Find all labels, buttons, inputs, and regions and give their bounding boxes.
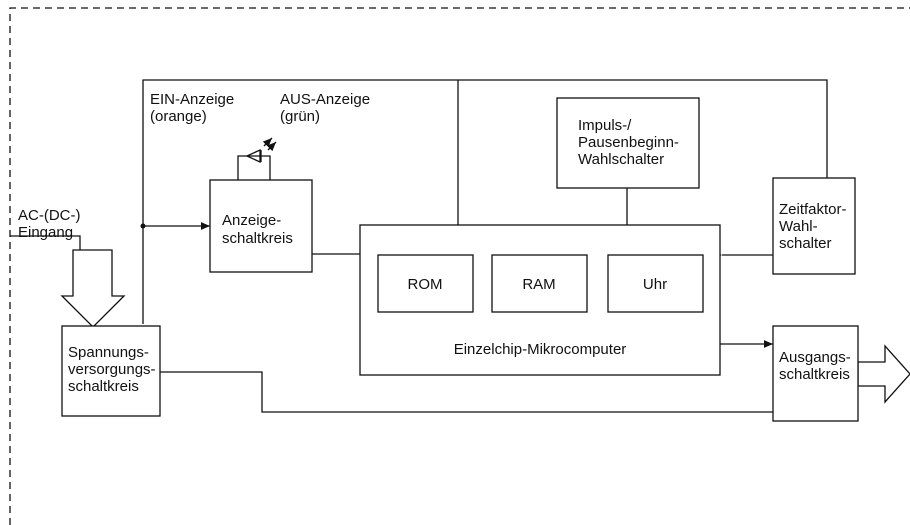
uhr-label: Uhr (643, 276, 667, 293)
impuls-wahlschalter-box (556, 97, 700, 189)
enclosure-border (9, 7, 910, 525)
impuls-wahlschalter-label: Impuls-/ Pausenbeginn- Wahlschalter (578, 117, 683, 168)
ac-input-arrow (60, 249, 126, 328)
zeitfaktor-wahlschalter-label: Zeitfaktor- Wahl- schalter (779, 201, 851, 252)
anzeige-schaltkreis-label: Anzeige- schaltkreis (222, 212, 293, 247)
ausgangs-schaltkreis-box (772, 325, 859, 422)
aus-anzeige-label: AUS-Anzeige (grün) (280, 91, 374, 125)
ein-anzeige-label: EIN-Anzeige (orange) (150, 91, 238, 125)
zeitfaktor-wahlschalter-box (772, 177, 856, 275)
ram-label: RAM (522, 276, 555, 293)
uhr-box (607, 254, 704, 313)
ac-input-label: AC-(DC-) Eingang (18, 207, 85, 241)
spannungsversorgung-label: Spannungs- versorgungs- schaltkreis (68, 344, 160, 395)
rom-box (377, 254, 474, 313)
ausgangs-schaltkreis-label: Ausgangs- schaltkreis (779, 349, 855, 383)
rom-label: ROM (408, 276, 443, 293)
anzeige-schaltkreis-box (209, 179, 313, 273)
mikrocomputer-label: Einzelchip-Mikrocomputer (454, 341, 627, 358)
ram-box (491, 254, 588, 313)
spannungsversorgung-box (61, 325, 161, 417)
connections (10, 79, 828, 413)
output-arrow (857, 344, 910, 404)
